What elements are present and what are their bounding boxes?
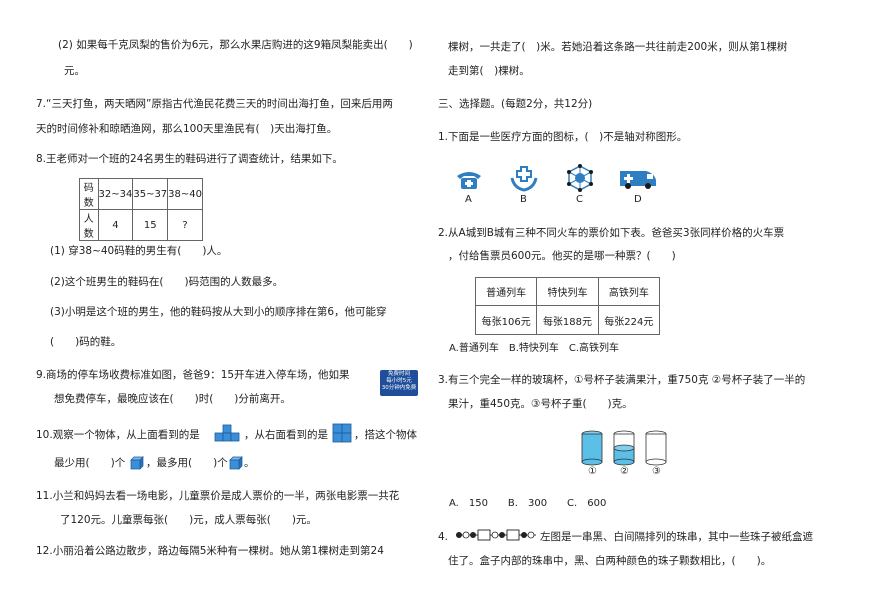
parking-fee-sign: 免费时间 每小时5元 30分钟内免费 [380, 370, 418, 396]
cube-icon [130, 456, 144, 470]
hands-cross-icon [510, 166, 538, 192]
q6-2-line1: (2) 如果每千克凤梨的售价为6元，那么水果店购进的这9箱凤梨能卖出( ) [58, 39, 413, 51]
q10-line2-part3: 。 [244, 457, 255, 469]
right-view-icon [332, 423, 352, 443]
table-cell: 人数 [79, 209, 99, 241]
cup-label: ① [588, 466, 597, 477]
table-cell: ? [167, 209, 203, 241]
top-view-icon [214, 424, 240, 442]
q9-line2: 想免费停车，最晚应该在( )时( )分前离开。 [54, 393, 291, 405]
table-header-cell: 普通列车 [474, 277, 538, 306]
option-label: D [634, 194, 642, 205]
option-label: C [576, 194, 583, 205]
table-header-cell: 特快列车 [536, 277, 599, 306]
q9-line1: 9.商场的停车场收费标准如图，爸爸9：15开车进入停车场，他如果 [36, 369, 350, 381]
ticket-price-table: 普通列车 特快列车 高铁列车 每张106元 每张188元 每张224元 [474, 277, 661, 335]
choice-q3-line2: 果汁，重450克。③号杯子重( )克。 [448, 398, 633, 410]
q8-1: (1) 穿38~40码鞋的男生有( )人。 [50, 245, 228, 257]
q8-3-line1: (3)小明是这个班的男生，他的鞋码按从大到小的顺序排在第6，他可能穿 [50, 306, 387, 318]
table-cell: 每张224元 [597, 305, 661, 335]
choice-q2-line1: 2.从A城到B城有三种不同火车的票价如下表。爸爸买3张同样价格的火车票 [438, 227, 785, 239]
q11-line1: 11.小兰和妈妈去看一场电影，儿童票价是成人票价的一半，两张电影票一共花 [36, 490, 400, 502]
choice-q4-line2: 住了。盒子内部的珠串中，黑、白两种颜色的珠子颗数相比，( )。 [448, 555, 772, 567]
cup-label: ② [620, 466, 629, 477]
sign-line: 每小时5元 [386, 378, 412, 384]
q8-3-line2: ( )码的鞋。 [50, 336, 122, 348]
table-cell: 15 [132, 209, 169, 241]
table-header-cell: 高铁列车 [597, 277, 661, 306]
choice-q3-line1: 3.有三个完全一样的玻璃杯，①号杯子装满果汁，重750克 ②号杯子装了一半的 [438, 374, 806, 386]
q6-2-line2: 元。 [64, 65, 85, 77]
table-cell: 4 [97, 209, 134, 241]
three-cups-illustration [581, 430, 667, 466]
ambulance-icon [620, 171, 656, 189]
option-label: B [520, 194, 527, 205]
table-header-cell: 32~34 [97, 178, 134, 210]
table-header-cell: 35~37 [132, 178, 169, 210]
sign-line: 免费时间 [387, 371, 410, 377]
bead-string-illustration [456, 529, 536, 541]
option-label: A [465, 194, 472, 205]
choice-q1: 1.下面是一些医疗方面的图标，( )不是轴对称图形。 [438, 131, 688, 143]
q11-line2: 了120元。儿童票每张( )元，成人票每张( )元。 [60, 514, 317, 526]
table-header-cell: 码数 [79, 178, 99, 210]
q10-line1-part1: 10.观察一个物体，从上面看到的是 [36, 429, 200, 441]
table-cell: 每张188元 [536, 305, 599, 335]
q10-line1-part2: ，从右面看到的是 [244, 429, 328, 441]
sign-line: 30分钟内免费 [381, 385, 417, 391]
q12-line2: 棵树，一共走了( )米。若她沿着这条路一共往前走200米，则从第1棵树 [448, 41, 788, 53]
q7-line1: 7.“三天打鱼，两天晒网”原指古代渔民花费三天的时间出海打鱼，回来后用两 [36, 98, 393, 110]
choice-q4-number: 4. [438, 531, 449, 543]
cube-icon [229, 456, 243, 470]
choice-q2-options: A.普通列车 B.特快列车 C.高铁列车 [449, 343, 620, 354]
q8-2: (2)这个班男生的鞋码在( )码范围的人数最多。 [50, 276, 284, 288]
q8-title: 8.王老师对一个班的24名男生的鞋码进行了调查统计，结果如下。 [36, 153, 343, 165]
q12-line3: 走到第( )棵树。 [448, 65, 530, 77]
choice-q3-options: A. 150 B. 300 C. 600 [449, 498, 607, 509]
section-3-title: 三、选择题。(每题2分，共12分) [438, 98, 593, 110]
q10-line1-part3: ，搭这个物体 [354, 429, 417, 441]
choice-q2-line2: ，付给售票员600元。他买的是哪一种票？( ) [448, 250, 676, 262]
table-cell: 每张106元 [474, 305, 538, 335]
q10-line2-part1: 最少用( )个 [54, 457, 126, 469]
shoe-size-table: 码数 32~34 35~37 38~40 人数 4 15 ? [79, 178, 203, 241]
cup-label: ③ [652, 466, 661, 477]
table-header-cell: 38~40 [167, 178, 203, 210]
telephone-icon [457, 172, 481, 189]
q12-line1: 12.小丽沿着公路边散步，路边每隔5米种有一棵树。她从第1棵树走到第24 [36, 545, 384, 557]
medical-molecule-icon [567, 164, 593, 192]
q10-line2-part2: ，最多用( )个 [146, 457, 228, 469]
choice-q4-line1: 左图是一串黑、白间隔排列的珠串，其中一些珠子被纸盒遮 [540, 531, 813, 543]
q7-line2: 天的时间修补和晾晒渔网，那么100天里渔民有( )天出海打鱼。 [36, 123, 338, 135]
